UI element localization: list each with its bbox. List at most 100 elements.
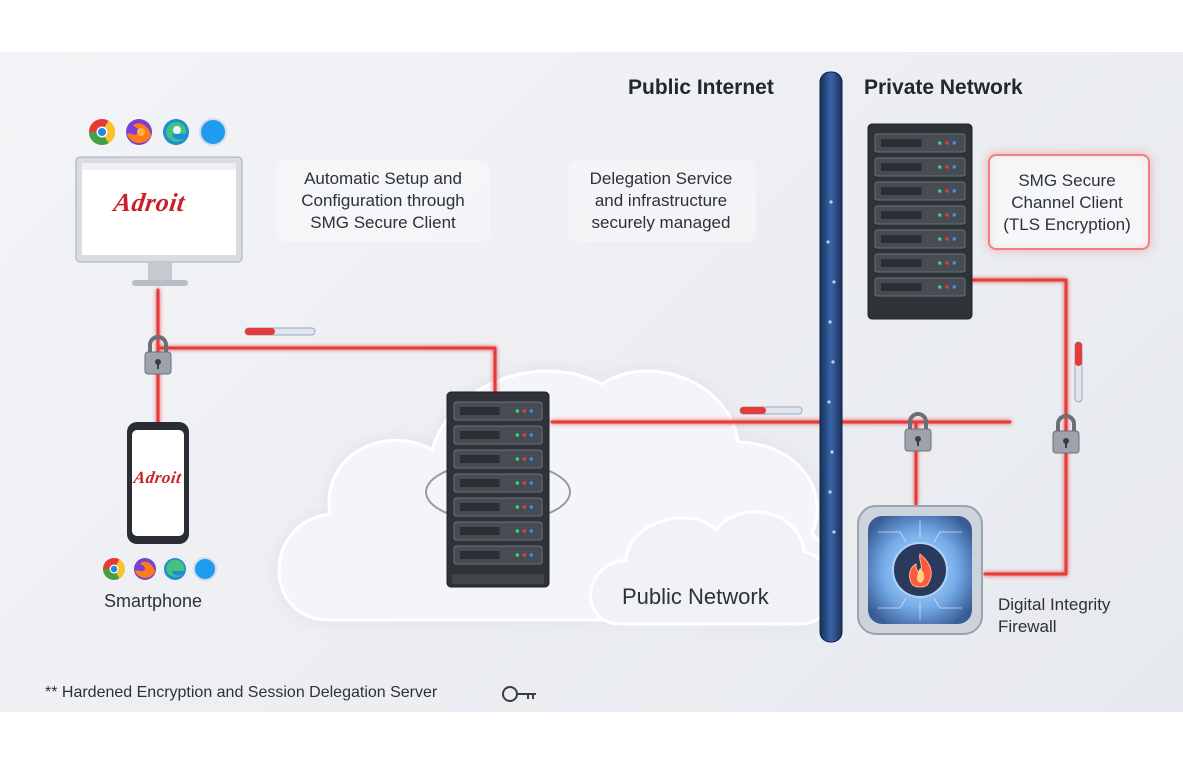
rack-drive-slot [881, 187, 922, 195]
rack-status-led [938, 141, 942, 145]
chrome-icon [103, 558, 125, 580]
rack-drive-slot [460, 455, 500, 463]
rack-status-led [529, 481, 534, 485]
rack-drive-slot [460, 479, 500, 487]
smartphone-label: Smartphone [104, 591, 203, 611]
delegation-label: Delegation Service and infrastructure se… [566, 168, 756, 234]
delegation-line-3: securely managed [591, 213, 731, 232]
rack-status-led [522, 529, 527, 533]
firefox-icon [126, 119, 152, 145]
firewall-device [857, 505, 983, 635]
flame-icon [909, 553, 932, 588]
diagram-canvas: Public Internet Private Network Automati… [0, 52, 1183, 712]
rack-drive-slot [881, 139, 922, 147]
rack-status-led [945, 141, 949, 145]
rack-status-led [938, 237, 942, 241]
rack-status-led [952, 261, 956, 265]
data-packet-icon [244, 327, 1083, 415]
rack-status-led [529, 457, 534, 461]
public-network-label: Public Network [622, 584, 769, 609]
rack-status-led [522, 409, 527, 413]
rack-status-led [938, 285, 942, 289]
rack-drive-slot [460, 527, 500, 535]
footnote-text: ** Hardened Encryption and Session Deleg… [45, 684, 438, 701]
rack-status-led [522, 433, 527, 437]
rack-status-led [522, 505, 527, 509]
rack-drive-slot [460, 503, 500, 511]
rack-status-led [529, 529, 534, 533]
edge-icon [164, 558, 186, 580]
delegation-server-rack [425, 391, 571, 588]
rack-drive-slot [460, 407, 500, 415]
rack-status-led [515, 409, 520, 413]
rack-status-led [952, 189, 956, 193]
rack-status-led [952, 141, 956, 145]
rack-status-led [529, 505, 534, 509]
desktop-browser-icons [88, 118, 227, 146]
delegation-line-2: and infrastructure [594, 191, 728, 210]
rack-status-led [515, 529, 520, 533]
rack-status-led [515, 481, 520, 485]
public-network-cloud [274, 366, 840, 626]
secure-channel-label: SMG Secure Channel Client (TLS Encryptio… [988, 170, 1146, 236]
rack-status-led [945, 213, 949, 217]
rack-status-led [529, 409, 534, 413]
rack-status-led [522, 457, 527, 461]
firewall-label: Digital Integrity Firewall [998, 594, 1110, 638]
padlock-icon [1052, 414, 1080, 454]
rack-drive-slot [881, 283, 922, 291]
padlock-icon [904, 412, 932, 452]
padlock-icon [144, 335, 172, 375]
rack-status-led [515, 505, 520, 509]
rack-drive-slot [460, 431, 500, 439]
network-boundary-divider [819, 71, 843, 643]
rack-status-led [945, 261, 949, 265]
rack-status-led [529, 433, 534, 437]
setup-line-2: Configuration through [301, 191, 465, 210]
setup-panel [276, 160, 490, 242]
desktop-brand-logo: Adroit [112, 188, 188, 217]
rack-status-led [529, 553, 534, 557]
rack-status-led [938, 165, 942, 169]
rack-drive-slot [460, 551, 500, 559]
delegation-line-1: Delegation Service [589, 169, 733, 188]
secure-channel-line-1: SMG Secure [1018, 171, 1116, 190]
phone-browser-icons [103, 557, 217, 581]
rack-drive-slot [881, 235, 922, 243]
setup-line-1: Automatic Setup and [304, 169, 462, 188]
edge-icon [163, 119, 189, 145]
firewall-line-2: Firewall [998, 617, 1057, 636]
firefox-icon [134, 558, 156, 580]
rack-status-led [952, 237, 956, 241]
private-server-rack [867, 123, 973, 320]
secure-channel-line-3: (TLS Encryption) [1003, 215, 1131, 234]
rack-status-led [952, 285, 956, 289]
rack-status-led [515, 433, 520, 437]
chrome-icon [88, 118, 116, 146]
rack-drive-slot [881, 259, 922, 267]
key-icon [502, 686, 536, 702]
private-network-header: Private Network [864, 76, 1023, 99]
safari-icon [193, 557, 217, 581]
rack-status-led [945, 237, 949, 241]
rack-status-led [938, 213, 942, 217]
rack-status-led [952, 213, 956, 217]
rack-status-led [938, 261, 942, 265]
rack-status-led [945, 189, 949, 193]
rack-status-led [945, 285, 949, 289]
rack-status-led [945, 165, 949, 169]
safari-icon [199, 118, 227, 146]
setup-line-3: SMG Secure Client [310, 213, 456, 232]
phone-brand-logo: Adroit [132, 468, 183, 487]
diagram-artwork [75, 71, 1083, 702]
secure-channel-line-2: Channel Client [1011, 193, 1123, 212]
setup-label: Automatic Setup and Configuration throug… [276, 168, 490, 234]
secure-channel-box [988, 154, 1150, 250]
smartphone-device [127, 422, 189, 544]
public-internet-header: Public Internet [628, 76, 774, 99]
rack-status-led [952, 165, 956, 169]
rack-status-led [522, 553, 527, 557]
rack-status-led [522, 481, 527, 485]
rack-status-led [515, 457, 520, 461]
rack-drive-slot [881, 211, 922, 219]
